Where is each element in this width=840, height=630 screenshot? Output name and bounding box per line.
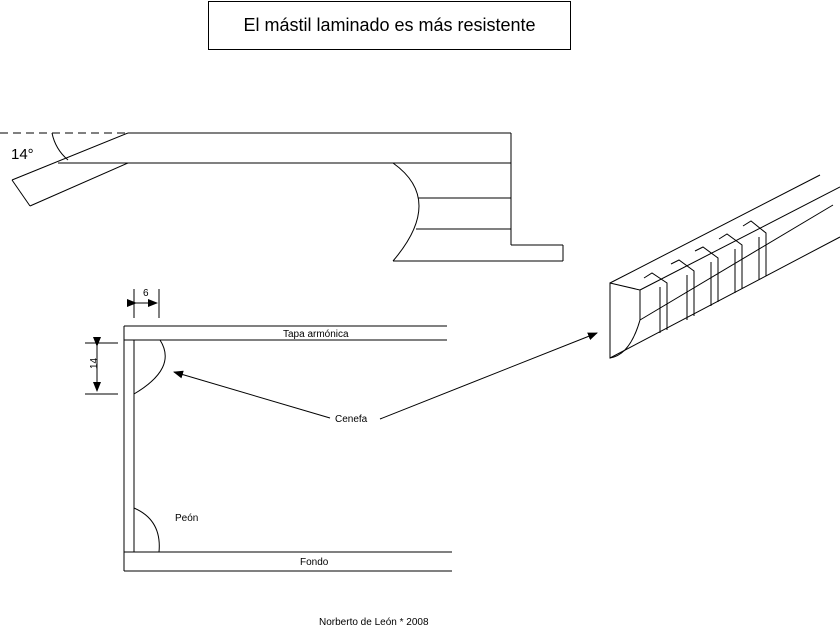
kerf-cut (643, 272, 668, 333)
tapa-label: Tapa armónica (283, 329, 349, 340)
angle-arc (51, 132, 69, 161)
kerf-cut (694, 246, 719, 306)
cross-section (85, 289, 598, 572)
headstock-top-edge (11, 132, 129, 181)
height-dim-label: 14 (89, 357, 100, 369)
credit-text: Norberto de León * 2008 (319, 617, 429, 628)
lining-mid-edge (639, 204, 834, 321)
heel-curve (392, 162, 420, 262)
cenefa-pointer-right (379, 332, 598, 420)
kerf-cut (718, 233, 743, 293)
cenefa-curve (133, 339, 166, 395)
headstock-bottom-edge (29, 162, 129, 207)
cenefa-pointer-left (173, 370, 331, 419)
angle-label: 14° (11, 146, 34, 163)
lining-bottom-edge (609, 236, 840, 359)
kerf-cut (670, 259, 695, 320)
width-dim-label: 6 (143, 288, 149, 299)
diagram-title: El mástil laminado es más resistente (208, 1, 571, 50)
fondo-label: Fondo (300, 557, 329, 568)
headstock-end (11, 179, 31, 207)
peon-curve (133, 507, 160, 553)
neck-profile (0, 132, 564, 262)
lining-end-face (609, 282, 641, 359)
kerf-cut (742, 220, 767, 280)
cenefa-label: Cenefa (335, 414, 368, 425)
kerfed-lining (609, 174, 840, 359)
kerf-cuts (643, 220, 767, 333)
peon-label: Peón (175, 513, 198, 524)
lining-top-back-edge (609, 174, 821, 284)
lining-top-front-edge (639, 186, 840, 291)
